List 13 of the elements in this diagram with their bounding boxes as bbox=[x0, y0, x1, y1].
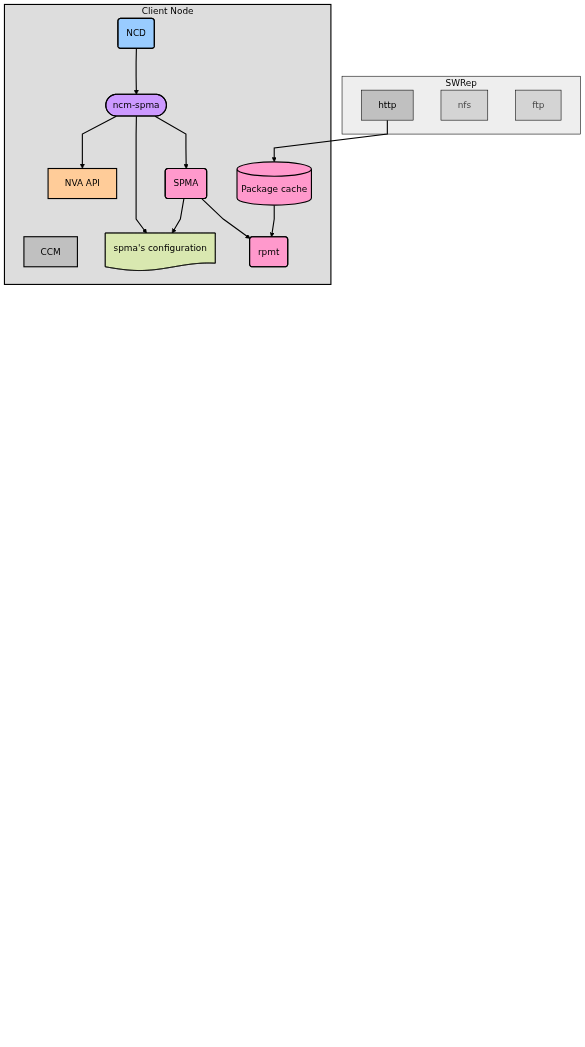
node-box: CCM bbox=[23, 236, 78, 268]
arrow bbox=[171, 198, 185, 234]
arrow bbox=[79, 115, 117, 169]
node-box: ftp bbox=[515, 89, 562, 121]
node-box: NVA API bbox=[47, 167, 118, 200]
arrow bbox=[133, 48, 139, 95]
arrow bbox=[154, 115, 189, 169]
arrow bbox=[201, 198, 251, 239]
arrow bbox=[271, 119, 388, 163]
arrow bbox=[269, 204, 275, 238]
node-box: http bbox=[361, 89, 414, 121]
node-box: nfs bbox=[440, 89, 489, 121]
arrow bbox=[135, 115, 147, 234]
